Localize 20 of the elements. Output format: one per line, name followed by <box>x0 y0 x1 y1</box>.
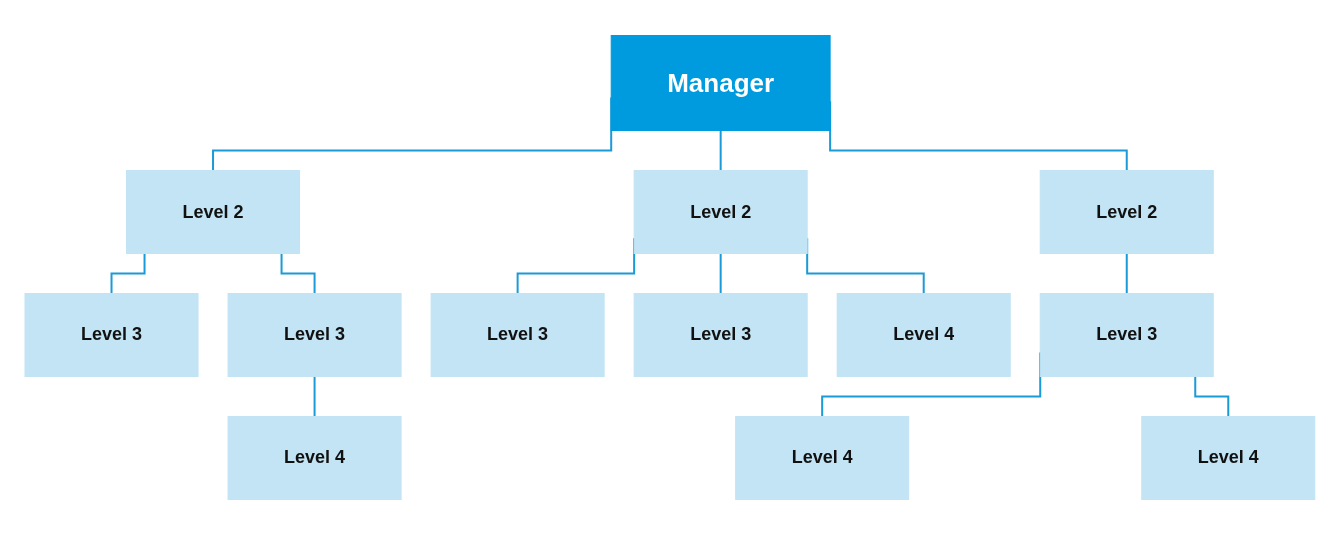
connector <box>280 252 316 295</box>
connector <box>719 129 722 172</box>
node-box: Level 2 <box>1039 170 1214 254</box>
node-box: Level 3 <box>24 293 199 377</box>
node-box: Manager <box>610 35 831 131</box>
node-box: Level 3 <box>633 293 808 377</box>
node-box: Level 4 <box>227 416 402 500</box>
connector <box>313 375 316 418</box>
node-box: Level 2 <box>126 170 301 254</box>
node-box: Level 3 <box>430 293 605 377</box>
connector <box>719 252 722 295</box>
node-box: Level 3 <box>227 293 402 377</box>
node-box: Level 2 <box>633 170 808 254</box>
node-box: Level 4 <box>836 293 1011 377</box>
connector <box>1194 375 1230 418</box>
node-box: Level 3 <box>1039 293 1214 377</box>
node-box: Level 4 <box>735 416 910 500</box>
node-box: Level 4 <box>1141 416 1316 500</box>
connector <box>1125 252 1128 295</box>
connector <box>110 252 146 295</box>
